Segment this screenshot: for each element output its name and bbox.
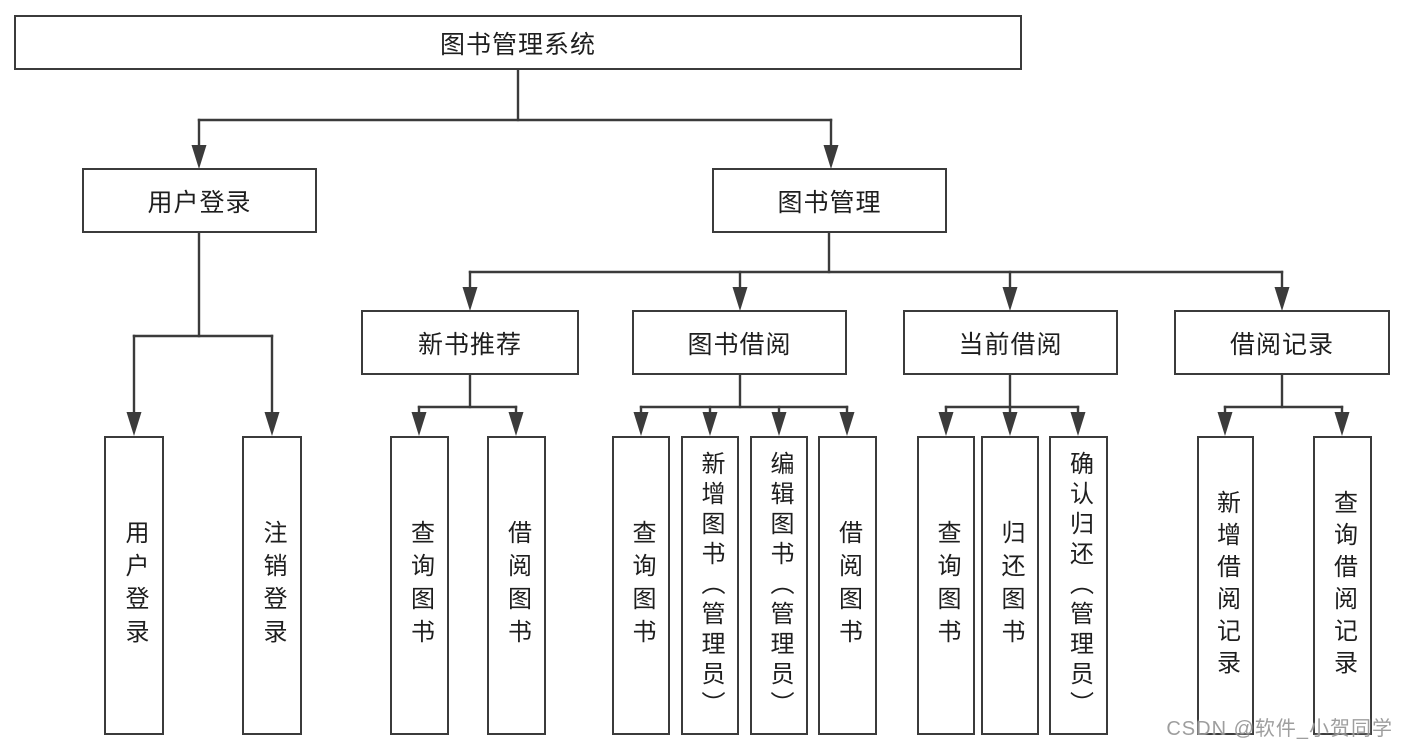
node-book-borrow: 图书借阅 [632, 310, 847, 375]
leaf-borrow-query-books: 查询图书 [612, 436, 670, 735]
leaf-edit-books-admin-label: 编辑图书（管理员） [766, 450, 793, 721]
node-book-borrow-label: 图书借阅 [687, 330, 792, 359]
arrowheads [126, 145, 1350, 436]
leaf-edit-books-admin: 编辑图书（管理员） [750, 436, 808, 735]
leaf-user-login: 用户登录 [104, 436, 164, 735]
node-user-login: 用户登录 [82, 168, 317, 233]
node-book-management: 图书管理 [712, 168, 947, 233]
leaf-borrow-query-books-label: 查询图书 [628, 519, 655, 652]
node-new-book-recommend-label: 新书推荐 [417, 330, 522, 359]
node-current-borrow: 当前借阅 [903, 310, 1118, 375]
leaf-recommend-borrow-books: 借阅图书 [487, 436, 546, 735]
leaf-current-query-books-label: 查询图书 [933, 519, 960, 652]
leaf-user-login-label: 用户登录 [121, 519, 148, 652]
leaf-add-borrow-record-label: 新增借阅记录 [1212, 489, 1240, 682]
node-borrow-records: 借阅记录 [1174, 310, 1390, 375]
leaf-confirm-return-admin: 确认归还（管理员） [1049, 436, 1108, 735]
node-user-login-label: 用户登录 [147, 188, 252, 217]
node-book-management-label: 图书管理 [777, 188, 882, 217]
leaf-logout-label: 注销登录 [259, 519, 286, 652]
node-current-borrow-label: 当前借阅 [958, 330, 1063, 359]
leaf-add-books-admin: 新增图书（管理员） [681, 436, 739, 735]
leaf-current-query-books: 查询图书 [917, 436, 975, 735]
leaf-add-borrow-record: 新增借阅记录 [1197, 436, 1254, 735]
node-borrow-records-label: 借阅记录 [1229, 330, 1334, 359]
leaf-query-borrow-record-label: 查询借阅记录 [1329, 489, 1357, 682]
leaf-recommend-query-books-label: 查询图书 [406, 519, 434, 652]
leaf-add-books-admin-label: 新增图书（管理员） [697, 450, 724, 721]
leaf-recommend-borrow-books-label: 借阅图书 [503, 519, 531, 652]
node-root: 图书管理系统 [14, 15, 1022, 70]
leaf-return-books: 归还图书 [981, 436, 1039, 735]
node-root-label: 图书管理系统 [439, 30, 596, 59]
leaf-recommend-query-books: 查询图书 [390, 436, 449, 735]
csdn-watermark: CSDN @软件_小贺同学 [1166, 718, 1393, 740]
node-new-book-recommend: 新书推荐 [361, 310, 579, 375]
leaf-borrow-books: 借阅图书 [818, 436, 877, 735]
leaf-logout: 注销登录 [242, 436, 302, 735]
leaf-confirm-return-admin-label: 确认归还（管理员） [1065, 450, 1093, 721]
leaf-query-borrow-record: 查询借阅记录 [1313, 436, 1372, 735]
leaf-return-books-label: 归还图书 [997, 519, 1024, 652]
leaf-borrow-books-label: 借阅图书 [834, 519, 862, 652]
